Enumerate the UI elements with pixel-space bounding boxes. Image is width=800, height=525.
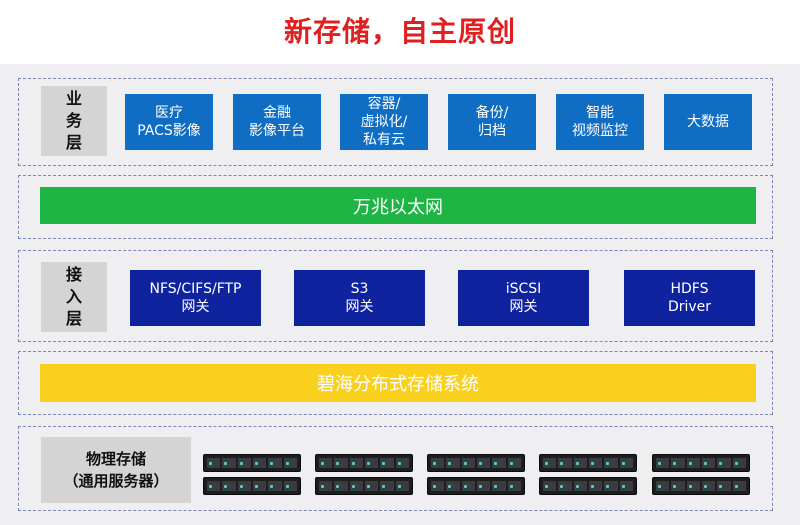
box-line: 备份/ [475,105,509,121]
business-item-container: 容器/ 虚拟化/ 私有云 [340,94,428,150]
box-line: 容器/ [367,96,401,112]
storage-bar: 碧海分布式存储系统 [40,364,756,402]
label-line: 层 [65,133,82,152]
box-line: NFS/CIFS/FTP [149,281,242,297]
server-unit-icon [652,454,750,472]
box-line: 智能 [586,105,614,121]
box-line: HDFS [670,281,709,297]
server-unit-icon [427,454,525,472]
box-line: Driver [667,299,712,315]
storage-band [18,351,773,415]
box-line: iSCSI [505,281,542,297]
gateway-iscsi: iSCSI 网关 [458,270,589,326]
gateway-s3: S3 网关 [294,270,425,326]
business-item-medical: 医疗 PACS影像 [125,94,213,150]
box-line: PACS影像 [137,123,201,139]
physical-layer-label: 物理存储 （通用服务器） [41,437,191,503]
label-line: 业 [65,89,82,108]
access-layer-label: 接 入 层 [41,262,107,332]
business-layer-band [18,78,773,166]
physical-layer-band [18,426,773,511]
server-unit-icon [652,477,750,495]
box-line: 虚拟化/ [360,114,408,130]
label-line: 务 [65,111,82,130]
label-line: 入 [65,287,82,306]
label-line: 接 [65,265,82,284]
business-item-bigdata: 大数据 [664,94,752,150]
server-unit-icon [315,477,413,495]
server-unit-icon [203,454,301,472]
box-line: 网关 [181,299,210,315]
business-layer-label: 业 务 层 [41,86,107,156]
box-line: 医疗 [155,105,183,121]
box-line: S3 [350,281,369,297]
box-line: 网关 [509,299,538,315]
business-item-finance: 金融 影像平台 [233,94,321,150]
gateway-nfs: NFS/CIFS/FTP 网关 [130,270,261,326]
label-line: 层 [65,309,82,328]
label-line: （通用服务器） [63,472,169,490]
server-unit-icon [315,454,413,472]
network-bar: 万兆以太网 [40,187,756,224]
gateway-hdfs: HDFS Driver [624,270,755,326]
business-item-backup: 备份/ 归档 [448,94,536,150]
server-unit-icon [539,477,637,495]
label-line: 物理存储 [85,450,146,468]
server-unit-icon [203,477,301,495]
box-line: 大数据 [687,114,729,130]
box-line: 影像平台 [249,123,305,139]
page-title: 新存储，自主原创 [283,15,516,48]
box-line: 网关 [345,299,374,315]
network-band [18,175,773,239]
business-item-video: 智能 视频监控 [556,94,644,150]
box-line: 金融 [263,105,291,121]
server-unit-icon [427,477,525,495]
server-unit-icon [539,454,637,472]
box-line: 归档 [478,123,506,139]
box-line: 视频监控 [572,123,628,139]
box-line: 私有云 [363,132,405,148]
access-layer-band [18,250,773,342]
